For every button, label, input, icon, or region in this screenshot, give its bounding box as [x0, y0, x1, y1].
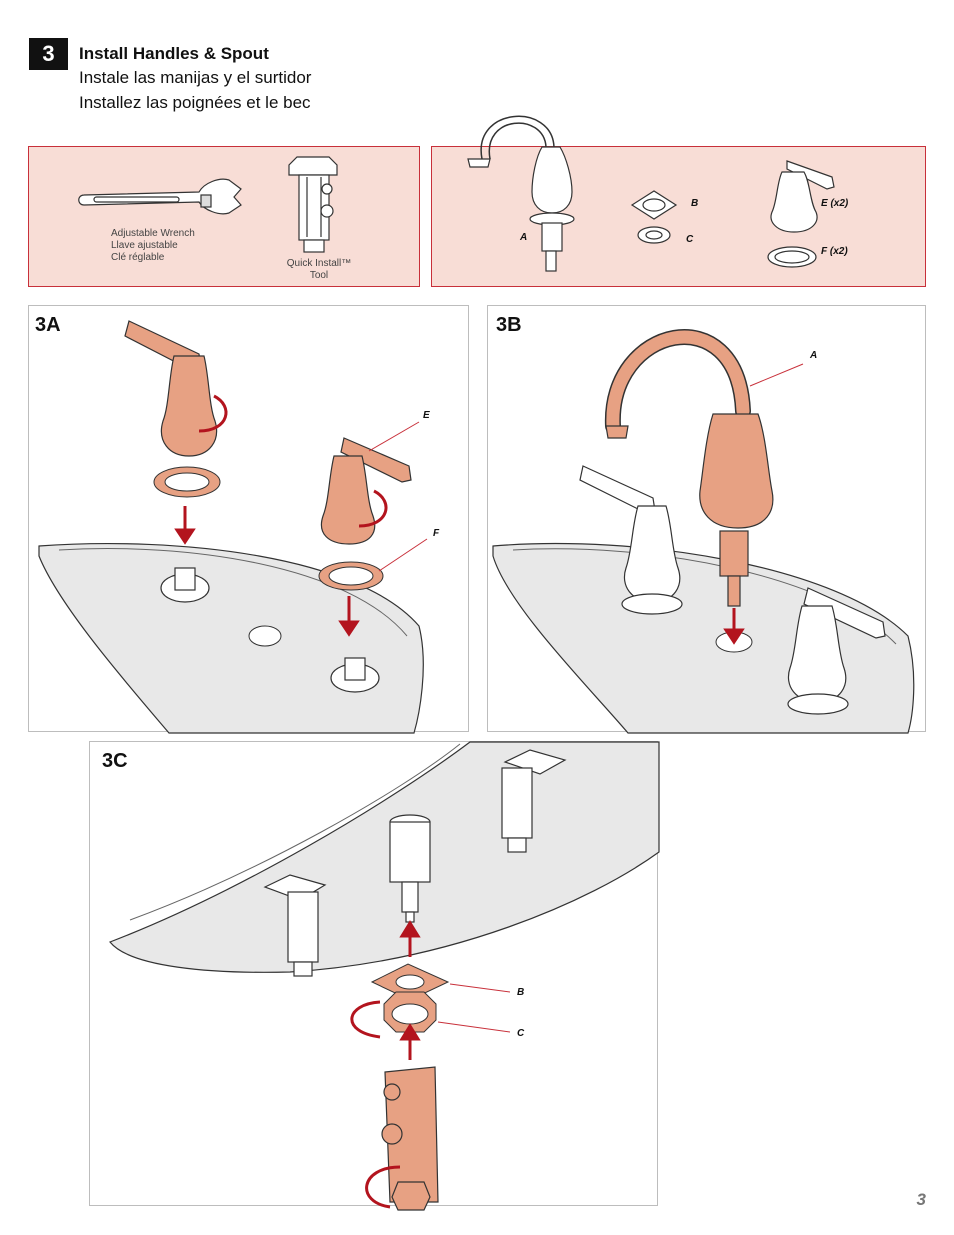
- quick-install-tool-icon: [288, 156, 338, 253]
- wrench-caption: Adjustable Wrench Llave ajustable Clé ré…: [111, 228, 195, 264]
- panel-3c-illustration: [109, 741, 660, 1211]
- mounting-parts-icon: [630, 190, 678, 244]
- wrench-caption-en: Adjustable Wrench: [111, 228, 195, 239]
- quick-install-caption: Quick Install™ Tool: [279, 258, 359, 282]
- wrench-icon: [78, 178, 242, 215]
- parts-box: A B C E (x2) F (x2): [431, 115, 926, 287]
- panel-3c-title: 3C: [102, 750, 128, 772]
- wrench-caption-es: Llave ajustable: [111, 240, 178, 251]
- step-number-badge: 3: [29, 38, 68, 70]
- quick-install-caption-line2: Tool: [309, 270, 329, 281]
- panel-3c: 3C: [89, 741, 660, 1211]
- spout-part-icon: [467, 115, 575, 272]
- panel-3a-title: 3A: [35, 314, 61, 336]
- wrench-caption-fr: Clé réglable: [111, 252, 165, 263]
- panel-3a: 3A: [28, 305, 469, 734]
- panel-3b-label-a: A: [810, 350, 818, 361]
- title-french: Installez las poignées et le bec: [79, 93, 311, 112]
- part-label-e: E (x2): [821, 198, 849, 209]
- panel-3b: 3B A: [487, 305, 926, 734]
- page-number: 3: [916, 1190, 926, 1209]
- panel-3b-illustration: [492, 329, 915, 734]
- tools-box: Adjustable Wrench Llave ajustable Clé ré…: [28, 146, 420, 287]
- panel-3a-label-f: F: [433, 528, 440, 539]
- handle-part-icon: [767, 160, 835, 268]
- part-label-b: B: [691, 198, 699, 209]
- title-english: Install Handles & Spout: [79, 44, 269, 63]
- part-label-c: C: [686, 234, 694, 245]
- panel-3c-label-c: C: [517, 1028, 525, 1039]
- panel-3b-title: 3B: [496, 314, 522, 336]
- part-label-f: F (x2): [821, 246, 848, 257]
- panel-3a-illustration: [38, 320, 428, 734]
- part-label-a: A: [520, 232, 528, 243]
- quick-install-caption-line1: Quick Install™: [286, 258, 352, 269]
- panel-3c-label-b: B: [517, 987, 525, 998]
- title-spanish: Instale las manijas y el surtidor: [79, 68, 312, 87]
- panel-3a-label-e: E: [423, 410, 430, 421]
